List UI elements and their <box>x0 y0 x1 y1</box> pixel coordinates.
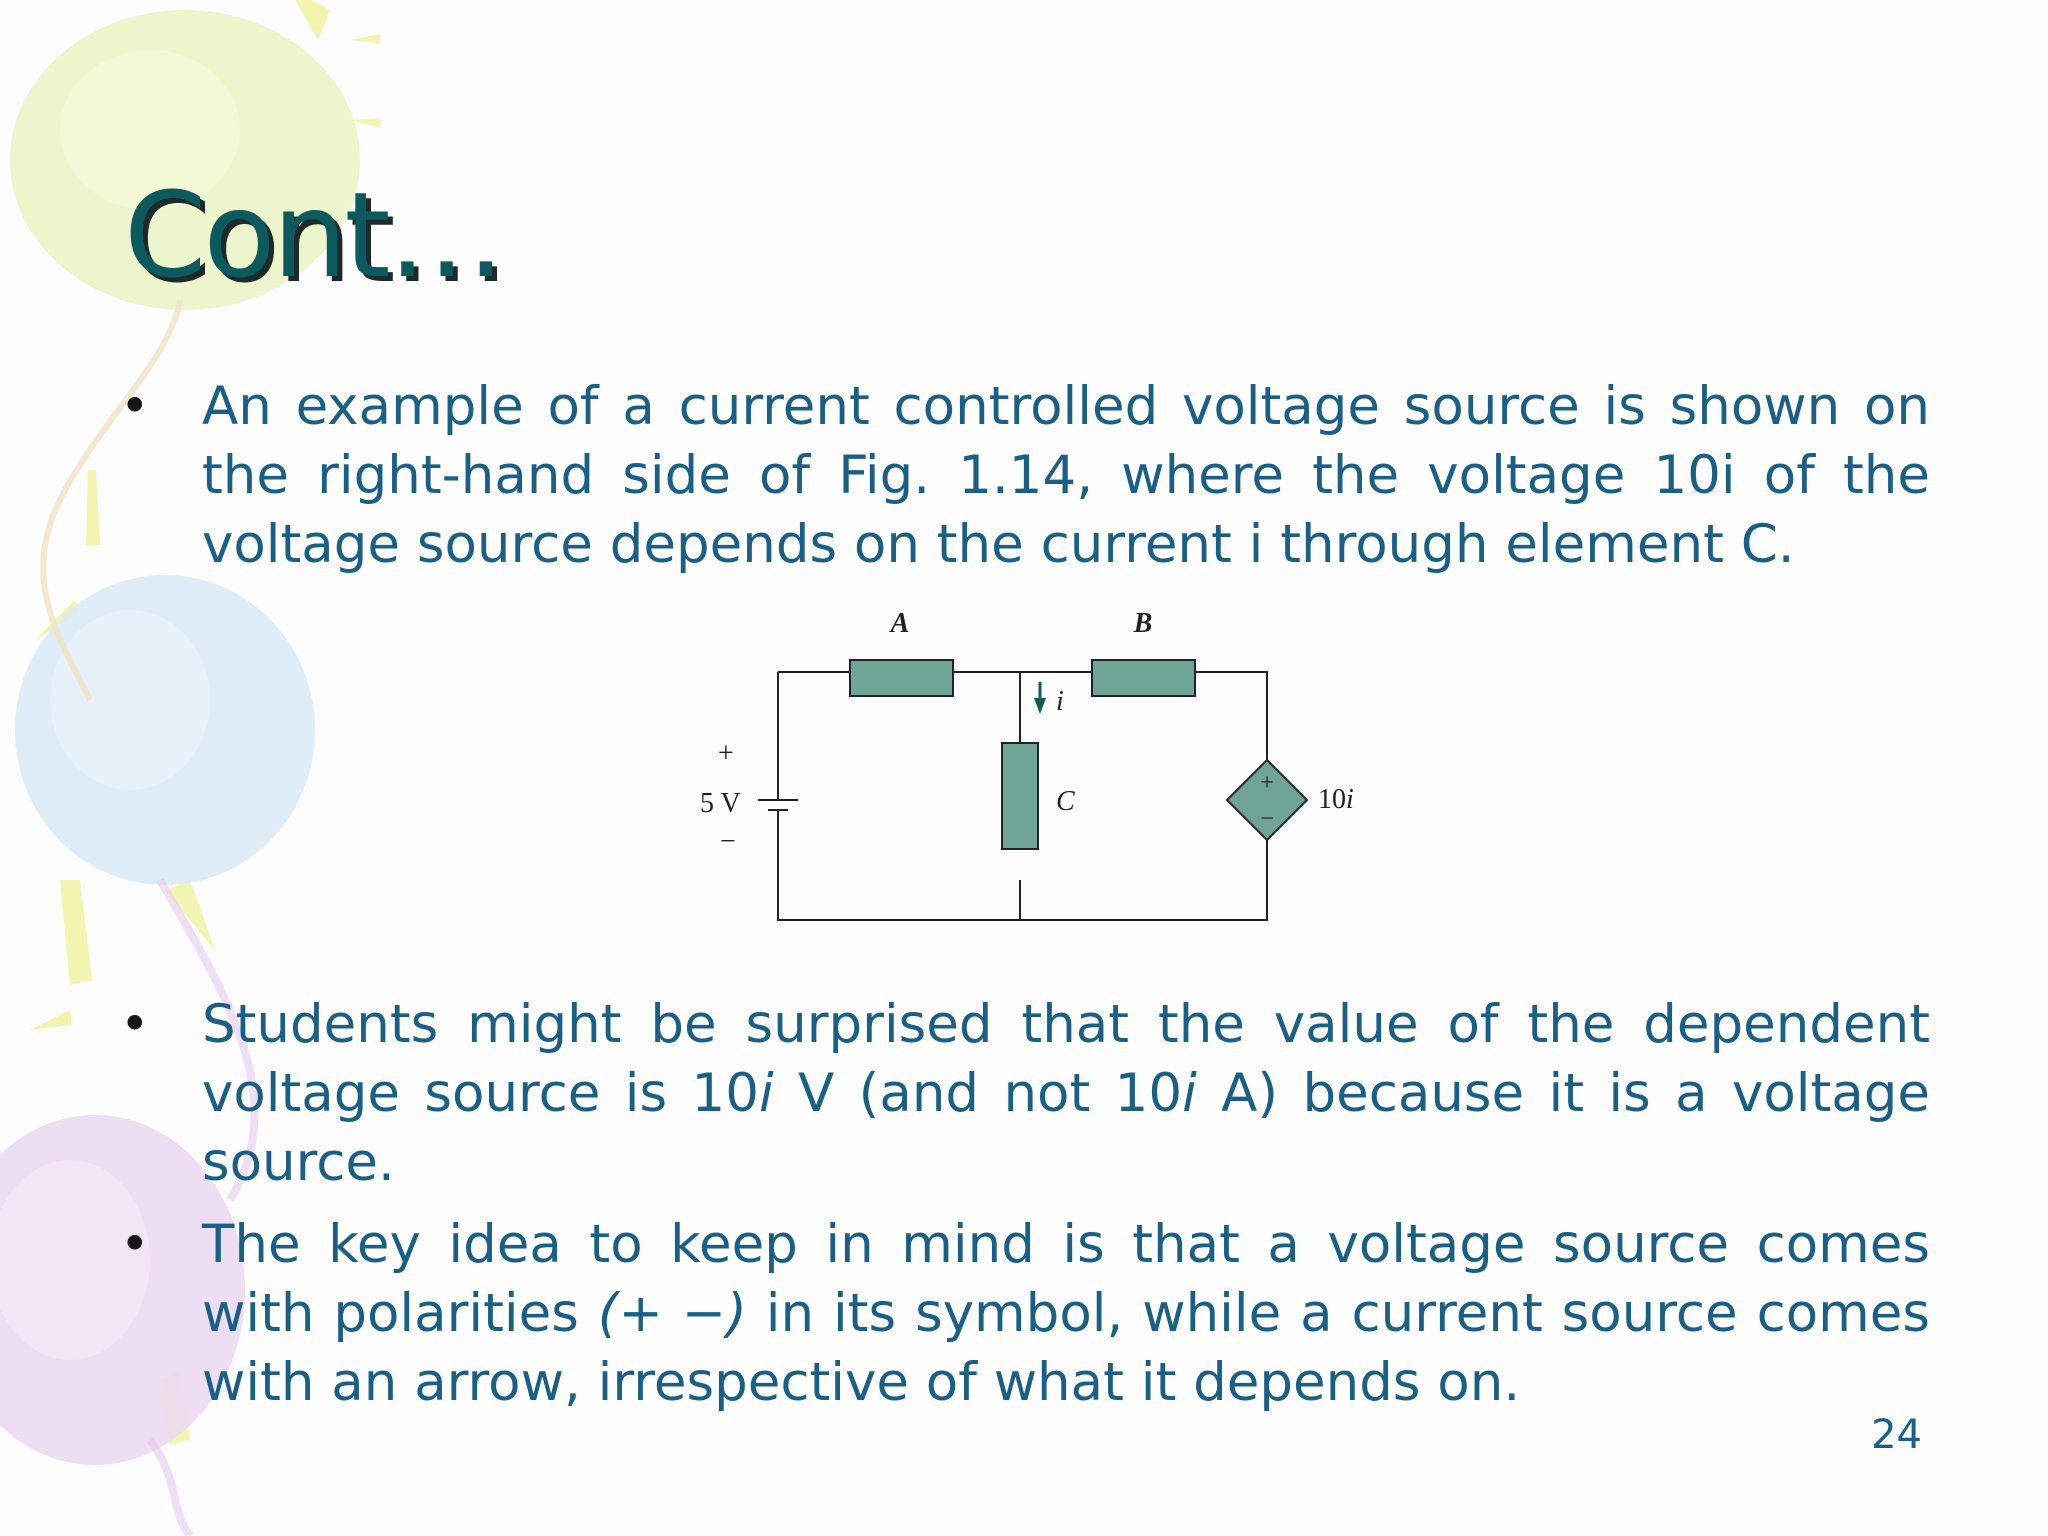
bullet-dot-icon: • <box>120 1215 150 1273</box>
bullet-list-bottom: • The key idea to keep in mind is that a… <box>120 1210 1930 1417</box>
bullet-text: The key idea to keep in mind is that a v… <box>202 1214 1930 1413</box>
bullet-dot-icon: • <box>120 995 150 1053</box>
element-a <box>849 659 954 697</box>
source-minus: − <box>720 826 736 857</box>
balloon-string <box>40 299 183 702</box>
bullet-dot-icon: • <box>120 377 150 435</box>
slide-title: Cont… <box>124 166 506 304</box>
bullet-text: Students might be surprised that the val… <box>202 994 1930 1193</box>
source-value: 5 V <box>700 788 741 819</box>
battery-symbol <box>758 799 798 816</box>
bullet-text: An example of a current controlled volta… <box>202 376 1930 575</box>
page-number: 24 <box>1871 1412 1922 1458</box>
current-arrow-icon <box>1034 682 1046 714</box>
dependent-value: 10i <box>1318 784 1354 815</box>
dependent-plus: + <box>1260 770 1274 796</box>
label-b: B <box>1133 608 1153 639</box>
circuit-diagram: A B i C + 5 V − + − 10i <box>700 608 1354 921</box>
bullet-item-students: • Students might be surprised that the v… <box>120 990 1930 1197</box>
balloon-decoration <box>0 0 380 1536</box>
source-plus: + <box>718 738 734 769</box>
dependent-minus: − <box>1260 806 1274 832</box>
bullet-list-top: • An example of a current controlled vol… <box>120 372 1930 579</box>
dependent-source-diamond <box>1225 758 1309 842</box>
label-current: i <box>1056 686 1064 717</box>
label-c: C <box>1056 786 1075 817</box>
bullet-list-middle: • Students might be surprised that the v… <box>120 990 1930 1197</box>
element-c <box>1001 742 1039 850</box>
element-b <box>1091 659 1196 697</box>
bullet-item-example: • An example of a current controlled vol… <box>120 372 1930 579</box>
label-a: A <box>889 608 910 639</box>
bullet-item-key-idea: • The key idea to keep in mind is that a… <box>120 1210 1930 1417</box>
